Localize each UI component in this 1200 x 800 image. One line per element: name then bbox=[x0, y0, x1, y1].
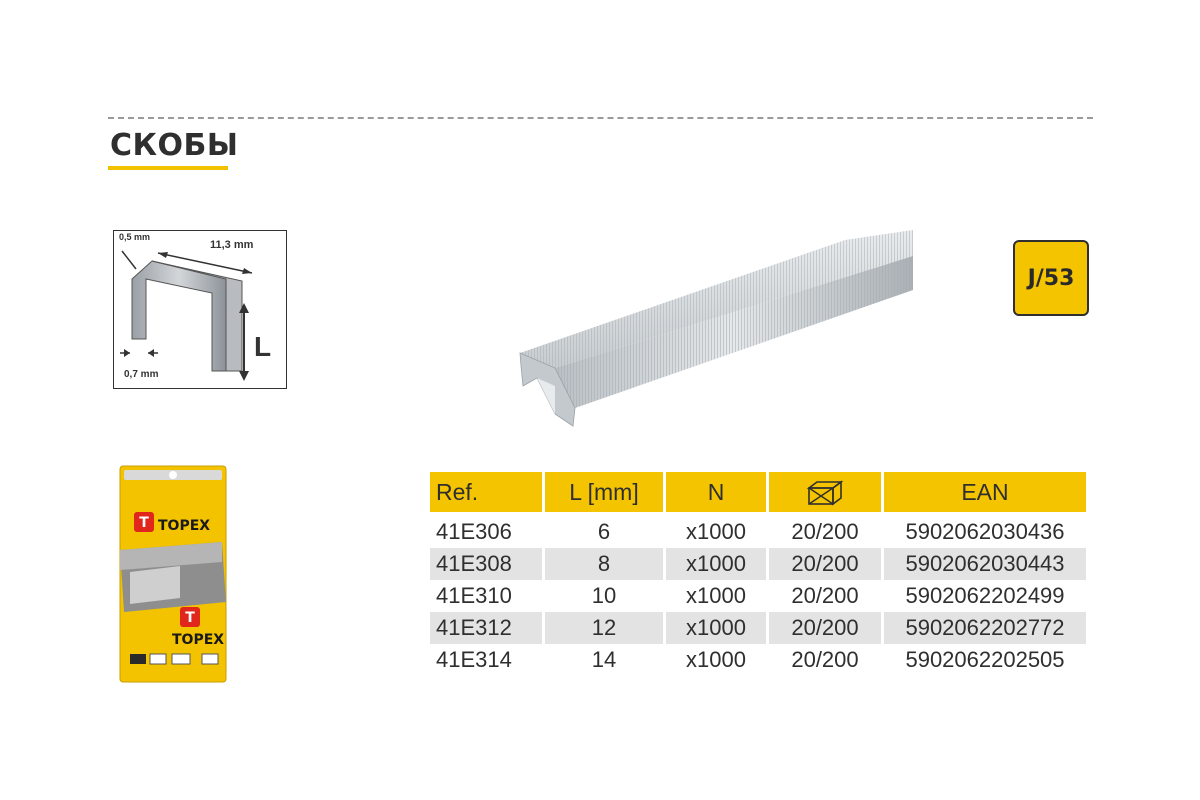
length-label: L bbox=[254, 331, 272, 362]
page-title: СКОБЫ bbox=[110, 128, 239, 163]
staples-strip-image bbox=[519, 230, 913, 427]
header-ean: EAN bbox=[884, 472, 1086, 512]
width-label: 11,3 mm bbox=[210, 239, 254, 251]
cell-ean: 5902062202772 bbox=[884, 612, 1086, 644]
staple-dimension-diagram: 0,5 mm 11,3 mm L 0,7 mm bbox=[113, 230, 287, 389]
cell-ean: 5902062202499 bbox=[905, 583, 1065, 608]
topex-logo-bottom: T bbox=[180, 607, 200, 627]
table-row: 41E314 14 x1000 20/200 5902062202505 bbox=[430, 644, 1086, 676]
cell-length: 12 bbox=[545, 612, 663, 644]
table-row: 41E310 10 x1000 20/200 5902062202499 bbox=[430, 580, 1086, 612]
dashed-divider bbox=[108, 117, 1093, 119]
cell-length: 14 bbox=[591, 647, 617, 672]
cell-length: 6 bbox=[597, 519, 611, 544]
cell-ref: 41E310 bbox=[436, 583, 512, 608]
cell-quantity: x1000 bbox=[686, 519, 746, 544]
table-row: 41E306 6 x1000 20/200 5902062030436 bbox=[430, 512, 1086, 548]
header-ref: Ref. bbox=[430, 472, 542, 512]
header-box bbox=[769, 472, 881, 512]
cell-box: 20/200 bbox=[769, 548, 881, 580]
header-length: L [mm] bbox=[545, 472, 663, 512]
table-header-row: Ref. L [mm] N EAN bbox=[430, 472, 1086, 512]
cell-quantity: x1000 bbox=[666, 548, 766, 580]
cell-quantity: x1000 bbox=[686, 647, 746, 672]
table-row: 41E308 8 x1000 20/200 5902062030443 bbox=[430, 548, 1086, 580]
cell-ref: 41E312 bbox=[430, 612, 542, 644]
wire-label: 0,7 mm bbox=[124, 369, 159, 380]
cell-ean: 5902062202505 bbox=[905, 647, 1065, 672]
brand-top-text: TOPEX bbox=[158, 518, 210, 534]
svg-text:T: T bbox=[139, 515, 149, 531]
table-row: 41E312 12 x1000 20/200 5902062202772 bbox=[430, 612, 1086, 644]
topex-logo-top: T bbox=[134, 512, 154, 532]
cell-ref: 41E306 bbox=[436, 519, 512, 544]
svg-text:T: T bbox=[185, 610, 195, 626]
spec-table: Ref. L [mm] N EAN 41E306 6 x1000 20/200 … bbox=[427, 472, 1089, 676]
brand-bottom-text: TOPEX bbox=[172, 632, 224, 648]
cell-box: 20/200 bbox=[791, 519, 859, 544]
thickness-label: 0,5 mm bbox=[119, 232, 151, 242]
cell-box: 20/200 bbox=[791, 583, 859, 608]
header-quantity: N bbox=[666, 472, 766, 512]
cell-quantity: x1000 bbox=[686, 583, 746, 608]
cell-box: 20/200 bbox=[791, 647, 859, 672]
staple-type-badge: J/53 bbox=[1013, 240, 1089, 316]
product-package-image: T TOPEX T TOPEX bbox=[119, 465, 227, 683]
staple-outline-drawing bbox=[120, 250, 253, 381]
title-underline bbox=[108, 166, 228, 170]
cell-quantity: x1000 bbox=[666, 612, 766, 644]
cell-ean: 5902062030436 bbox=[905, 519, 1065, 544]
cell-length: 8 bbox=[545, 548, 663, 580]
cell-length: 10 bbox=[591, 583, 617, 608]
box-icon bbox=[806, 480, 844, 506]
cell-box: 20/200 bbox=[769, 612, 881, 644]
cell-ref: 41E308 bbox=[430, 548, 542, 580]
cell-ean: 5902062030443 bbox=[884, 548, 1086, 580]
cell-ref: 41E314 bbox=[436, 647, 512, 672]
